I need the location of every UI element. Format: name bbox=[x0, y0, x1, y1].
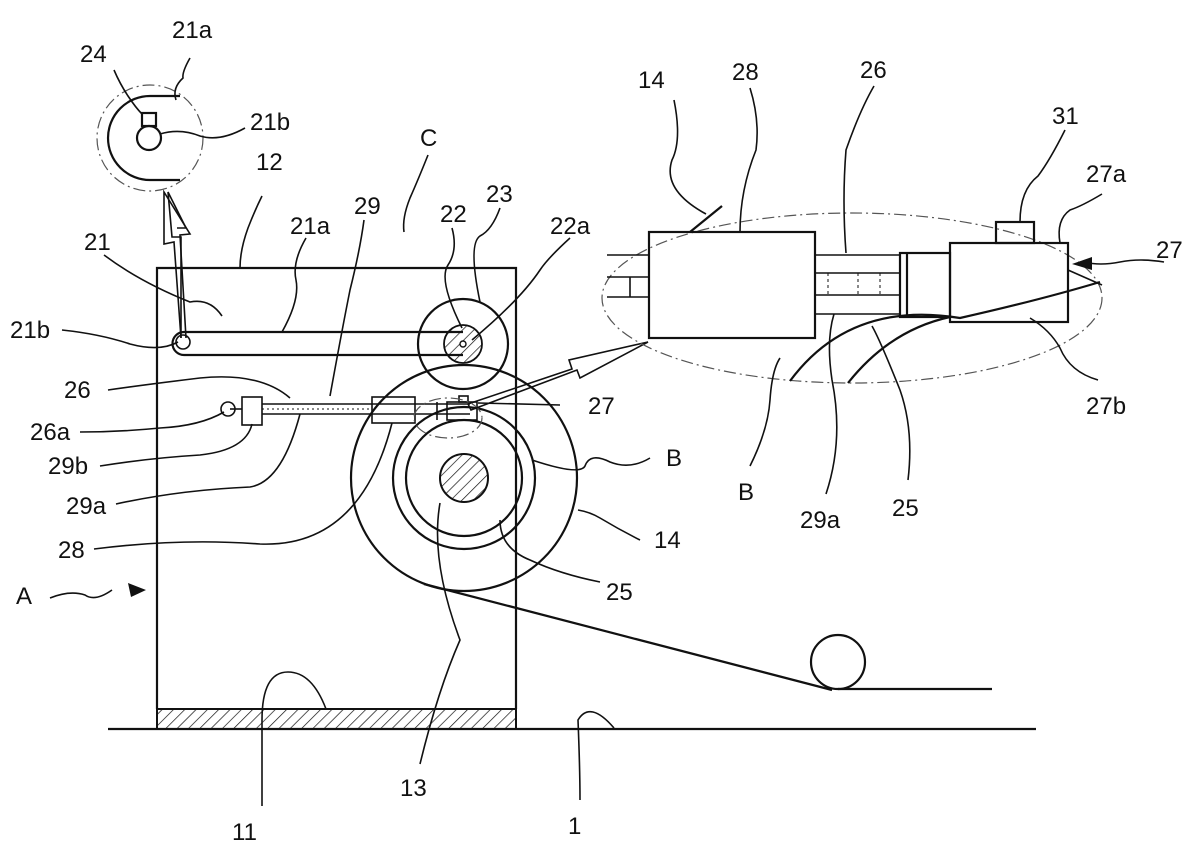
label-11: 11 bbox=[232, 819, 257, 846]
label-26-left: 26 bbox=[64, 377, 91, 404]
label-29a-detail: 29a bbox=[800, 507, 841, 534]
pulley-pin bbox=[460, 341, 466, 347]
leader-22 bbox=[445, 228, 462, 328]
leader-A-wave bbox=[50, 590, 112, 598]
label-12: 12 bbox=[256, 149, 283, 176]
leader-23 bbox=[474, 208, 500, 302]
detail-nozzle-31 bbox=[996, 222, 1034, 243]
leader-21 bbox=[104, 255, 222, 316]
guide-roller bbox=[811, 635, 865, 689]
block-29b bbox=[242, 397, 262, 425]
label-13: 13 bbox=[400, 775, 427, 802]
drum-shaft bbox=[440, 454, 488, 502]
leader-24 bbox=[114, 70, 142, 114]
detail-drum-arc-outer bbox=[790, 282, 1100, 381]
detail-pin-hole bbox=[137, 126, 161, 150]
label-27a: 27a bbox=[1086, 161, 1127, 188]
arm-pivot bbox=[176, 335, 190, 349]
label-27b: 27b bbox=[1086, 393, 1126, 420]
label-21a-mid: 21a bbox=[290, 213, 331, 240]
label-14-detail: 14 bbox=[638, 67, 665, 94]
label-25-main: 25 bbox=[606, 579, 633, 606]
label-26a: 26a bbox=[30, 419, 71, 446]
block-28 bbox=[372, 397, 415, 423]
leader-29a-left bbox=[116, 414, 300, 504]
label-C: C bbox=[420, 125, 437, 152]
leader-27-detail bbox=[1084, 260, 1164, 264]
label-26-detail: 26 bbox=[860, 57, 887, 84]
label-28-detail: 28 bbox=[732, 59, 759, 86]
leader-31 bbox=[1020, 130, 1065, 222]
label-29a-left: 29a bbox=[66, 493, 107, 520]
label-31: 31 bbox=[1052, 103, 1079, 130]
leader-26a bbox=[80, 412, 224, 432]
detail-nozzle-tip bbox=[1068, 270, 1102, 285]
leader-28-detail bbox=[740, 88, 757, 232]
leader-14-main bbox=[578, 510, 640, 540]
detail-rod-right bbox=[815, 255, 900, 314]
leader-26-left bbox=[108, 377, 290, 398]
leader-B-detail bbox=[750, 358, 780, 466]
leader-27b bbox=[1030, 318, 1098, 380]
label-29b: 29b bbox=[48, 453, 88, 480]
leader-22a bbox=[472, 238, 570, 340]
label-1: 1 bbox=[568, 813, 581, 840]
label-23: 23 bbox=[486, 181, 513, 208]
label-B-detail: B bbox=[738, 479, 754, 506]
leader-C bbox=[404, 155, 428, 232]
detail-wall-stub bbox=[690, 206, 722, 232]
leader-25-detail bbox=[872, 326, 910, 480]
leader-21b-top bbox=[160, 128, 245, 138]
label-21a-top: 21a bbox=[172, 17, 213, 44]
leader-11 bbox=[262, 672, 326, 806]
detail-ellipse-main bbox=[602, 213, 1102, 383]
leader-21b-left bbox=[62, 330, 178, 348]
detail-arm-end bbox=[108, 96, 180, 180]
label-27-detail: 27 bbox=[1156, 237, 1183, 264]
detail-rod-dash bbox=[828, 273, 880, 295]
leader-26-detail bbox=[844, 86, 874, 253]
label-28-left: 28 bbox=[58, 537, 85, 564]
arrow-A bbox=[128, 583, 146, 597]
label-29: 29 bbox=[354, 193, 381, 220]
label-21b-left: 21b bbox=[10, 317, 50, 344]
detail-circle-24 bbox=[97, 85, 203, 191]
label-22: 22 bbox=[440, 201, 467, 228]
leader-28-left bbox=[94, 423, 392, 549]
detail-key bbox=[142, 113, 156, 126]
detail-arrow-24-body bbox=[164, 192, 190, 338]
leader-B-main bbox=[532, 458, 650, 470]
label-22a: 22a bbox=[550, 213, 591, 240]
leader-21a-top bbox=[175, 58, 190, 100]
label-B-main: B bbox=[666, 445, 682, 472]
label-21: 21 bbox=[84, 229, 111, 256]
leader-29 bbox=[330, 220, 364, 396]
base-plate bbox=[157, 709, 516, 729]
label-A: A bbox=[16, 583, 32, 610]
leader-27a bbox=[1059, 194, 1102, 243]
detail-block-28 bbox=[649, 232, 815, 338]
label-21b-top: 21b bbox=[250, 109, 290, 136]
leader-21a-mid bbox=[282, 238, 306, 332]
leader-1 bbox=[578, 712, 614, 800]
leader-14-detail bbox=[670, 100, 706, 214]
label-24: 24 bbox=[80, 41, 107, 68]
detail-nozzle-27 bbox=[950, 243, 1068, 322]
label-27-main: 27 bbox=[588, 393, 615, 420]
detail-rod-left bbox=[607, 255, 649, 297]
detail-drum-arc-inner bbox=[848, 317, 950, 383]
label-25-detail: 25 bbox=[892, 495, 919, 522]
leader-12 bbox=[240, 196, 262, 268]
label-14-main: 14 bbox=[654, 527, 681, 554]
